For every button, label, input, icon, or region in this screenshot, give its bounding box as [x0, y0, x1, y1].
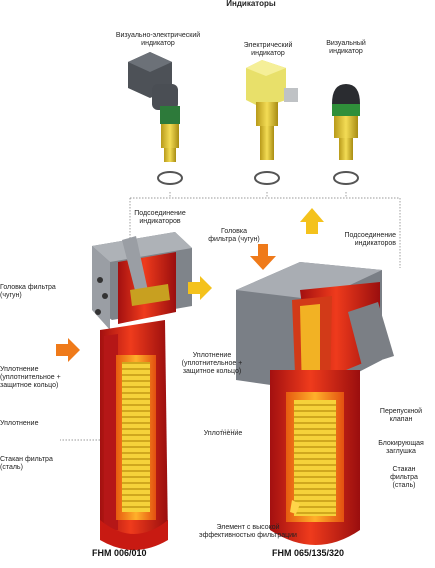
left-filter-bowl-label: Стакан фильтра (сталь): [0, 456, 53, 471]
outlet-arrow-large: [300, 208, 324, 234]
center-seal-label: Уплотнение: [203, 430, 243, 437]
electric-indicator-label: Электрический индикатор: [243, 42, 293, 57]
blocking-plug-label: Блокирующая заглушка: [378, 440, 424, 455]
center-seal-protective-label: Уплотнение (уплотнительное + защитное ко…: [181, 352, 243, 375]
visual-electric-indicator-picture: [128, 52, 183, 185]
inlet-arrow-small: [56, 338, 80, 362]
visual-indicator-picture: [332, 84, 360, 185]
left-seal-protective-label: Уплотнение (уплотнительное + защитное ко…: [0, 366, 61, 389]
left-seal-label: Уплотнение: [0, 420, 39, 427]
large-filter-picture: [236, 262, 394, 545]
left-filter-head-label: Головка фильтра (чугун): [0, 284, 56, 299]
large-model-caption: FHM 065/135/320: [272, 548, 345, 558]
filter-element-label: Элемент с высокой эффективностью фильтра…: [199, 524, 297, 539]
indicators-title: Индикаторы: [226, 0, 276, 8]
visual-indicator-label: Визуальный индикатор: [326, 40, 366, 55]
right-filter-bowl-label: Стакан фильтра (сталь): [390, 466, 418, 489]
right-indicator-connection-label: Подсоединение индикаторов: [344, 232, 397, 247]
outlet-arrow-small: [188, 276, 212, 300]
small-filter-picture: [92, 232, 192, 550]
small-model-caption: FHM 006/010: [92, 548, 147, 558]
visual-electric-indicator-label: Визуально-электрический индикатор: [115, 32, 201, 47]
connection-lines: [60, 192, 401, 441]
left-indicator-connection-label: Подсоединение индикаторов: [134, 210, 186, 225]
bypass-valve-label: Перепускной клапан: [379, 408, 423, 423]
center-filter-head-label: Головка фильтра (чугун): [208, 228, 260, 243]
electric-indicator-picture: [246, 60, 298, 185]
inlet-arrow-large: [250, 244, 276, 270]
